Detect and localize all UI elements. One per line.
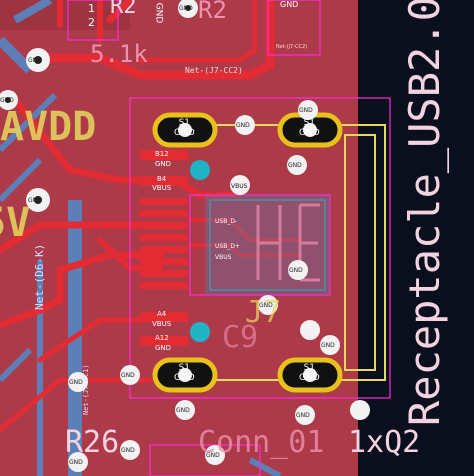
gnd-label-4: GND xyxy=(69,379,83,386)
cyan-vias xyxy=(190,160,210,342)
label-conn: Conn_01 xyxy=(198,425,325,460)
pad-a4-net: VBUS xyxy=(152,320,172,328)
r-top-num-1: 1 xyxy=(88,2,95,15)
pad-a12-net: GND xyxy=(155,344,172,352)
net-j7-cc2-top: Net-(J7-CC2) xyxy=(276,44,308,50)
gnd-label-1: GND xyxy=(28,57,42,64)
label-net-j7-cc1: Net-(J7-CC1) xyxy=(82,364,90,415)
gnd-top-2: GND xyxy=(280,0,299,9)
label-r2-top-left: R2 xyxy=(110,0,137,19)
label-receptacle: Receptacle_USB2.0_ xyxy=(400,0,449,426)
pad-a4: A4 xyxy=(157,310,167,318)
gnd-label-3: GND xyxy=(28,197,42,204)
usb-d-minus-label: USB_D- xyxy=(215,218,238,225)
via-vbus-label: VBUS xyxy=(231,183,248,190)
usb-d-plus-label: USB_D+ xyxy=(215,243,240,250)
vbus-right-label: VBUS xyxy=(215,254,232,261)
pad-b4: B4 xyxy=(157,175,167,183)
silk-graphic xyxy=(256,203,320,282)
smd-pads xyxy=(140,150,188,346)
label-avdd: AVDD xyxy=(0,104,97,150)
label-net-d6k: Net-(D6-K) xyxy=(33,243,46,310)
gnd-top-1: GND xyxy=(153,2,164,24)
label-5v: 5V xyxy=(0,200,31,246)
gnd-label-16: GND xyxy=(121,447,135,454)
shell-pad-holes xyxy=(178,123,317,382)
gnd-label-12: GND xyxy=(236,122,250,129)
pad-s1-bot-left: S1 GND xyxy=(174,363,195,383)
gnd-label-2: GND xyxy=(0,97,14,104)
gnd-thruholes xyxy=(0,0,370,472)
label-r26: R26 xyxy=(65,425,120,460)
label-c9: C9 xyxy=(222,320,259,355)
gnd-label-8: GND xyxy=(296,412,310,419)
gnd-label-6: GND xyxy=(176,407,190,414)
courtyard-outlines xyxy=(67,0,391,476)
gnd-label-17: GND xyxy=(69,459,83,466)
r-top-num-2: 2 xyxy=(88,16,95,29)
gnd-label-7: GND xyxy=(259,302,273,309)
gnd-label-15: GND xyxy=(206,452,220,459)
gnd-label-11: GND xyxy=(299,107,313,114)
gnd-label-13: GND xyxy=(288,162,302,169)
label-5-1k: 5.1k xyxy=(90,40,148,68)
label-r2-top-right: R2 xyxy=(198,0,227,24)
board-edge-area xyxy=(358,0,474,476)
label-1x02: 1xQ2 xyxy=(348,425,421,460)
pad-a12: A12 xyxy=(155,334,169,342)
label-j7: J7 xyxy=(245,295,282,330)
gnd-label-9: GND xyxy=(321,342,335,349)
label-net-j7-cc2: Net-(J7-CC2) xyxy=(185,66,243,75)
pad-b12: B12 xyxy=(155,150,169,158)
gnd-label-14: GND xyxy=(289,267,303,274)
usb-receptacle-body xyxy=(205,195,330,295)
gnd-label-10: GND xyxy=(179,5,193,12)
connector-silk xyxy=(160,124,386,381)
pad-b12-net: GND xyxy=(155,160,172,168)
gnd-label-5: GND xyxy=(121,372,135,379)
pad-s1-top-left: S1 GND xyxy=(174,118,195,138)
pad-b4-net: VBUS xyxy=(152,184,172,192)
pad-s1-bot-right: S1 GND xyxy=(299,363,320,383)
pad-s1-top-right: S1 GND xyxy=(299,118,320,138)
